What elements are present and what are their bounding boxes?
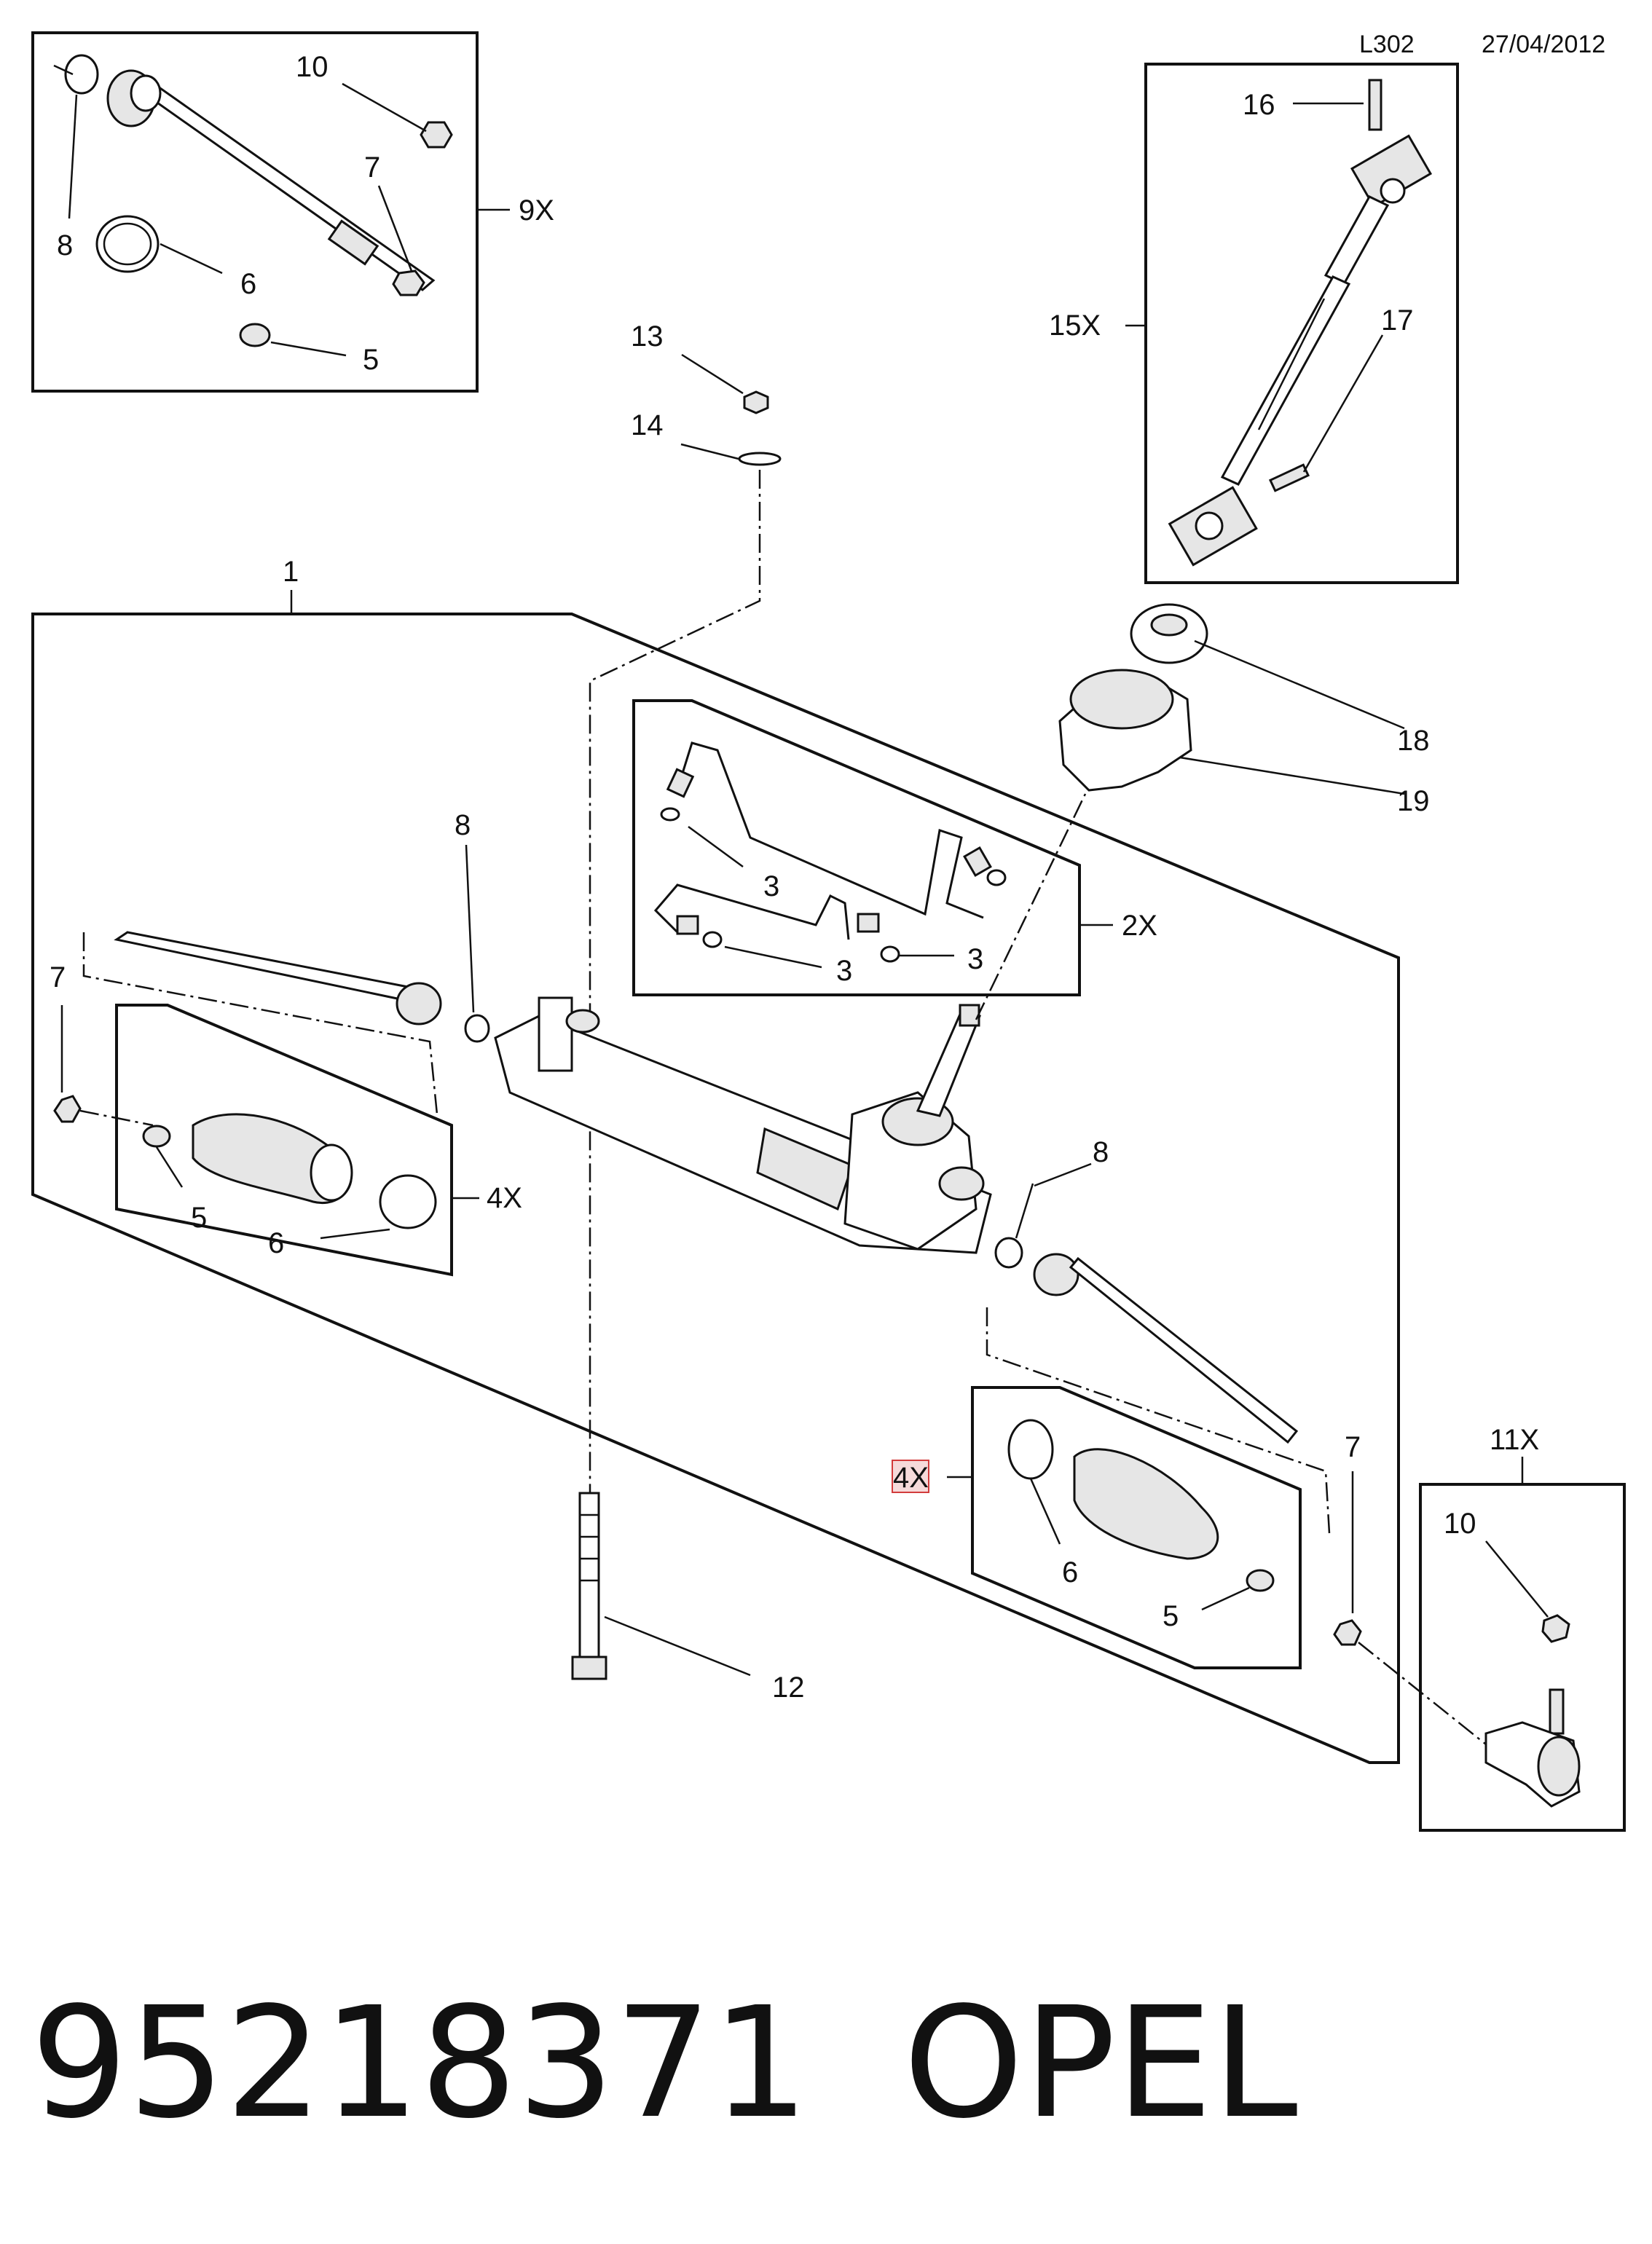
rack-end-seal bbox=[938, 1166, 985, 1201]
callout-5-left: 5 bbox=[191, 1202, 207, 1234]
inner-tie-rod-right bbox=[1069, 1256, 1299, 1444]
callout-2x: 2X bbox=[1122, 910, 1157, 942]
diagram-date: 27/04/2012 bbox=[1482, 31, 1605, 58]
callout-5-tl: 5 bbox=[363, 344, 379, 376]
callout-16: 16 bbox=[1243, 89, 1275, 121]
callout-1: 1 bbox=[283, 556, 299, 588]
lock-washer-left bbox=[464, 1014, 490, 1043]
callout-9x: 9X bbox=[519, 194, 554, 227]
callout-6-tl: 6 bbox=[240, 268, 256, 300]
pipe-fitting bbox=[676, 915, 699, 935]
jam-nut-right bbox=[1333, 1619, 1362, 1646]
boot-clamp-left bbox=[379, 1174, 437, 1229]
pinion-centerline bbox=[975, 793, 1087, 1020]
callout-6-right: 6 bbox=[1062, 1556, 1078, 1588]
mounting-nut bbox=[743, 390, 769, 414]
kit-9x-inner-tie-rod: 9X 10 7 8 6 5 bbox=[31, 31, 554, 393]
boot-clamp bbox=[95, 215, 160, 273]
pinion-spline bbox=[959, 1004, 980, 1027]
mount-centerline bbox=[589, 470, 761, 1511]
callout-5-right: 5 bbox=[1163, 1600, 1179, 1632]
pinch-bolt-bottom bbox=[1268, 463, 1310, 492]
hydraulic-pipe-lower bbox=[653, 883, 850, 940]
callout-14: 14 bbox=[631, 409, 664, 441]
callout-6-left: 6 bbox=[268, 1227, 284, 1259]
hydraulic-pipe-upper bbox=[680, 741, 984, 919]
kit-15x-frame bbox=[1144, 63, 1459, 584]
callout-12: 12 bbox=[772, 1672, 805, 1704]
callout-8-tl: 8 bbox=[57, 229, 73, 261]
o-ring bbox=[702, 931, 723, 948]
inner-tie-rod bbox=[106, 69, 436, 291]
inner-tie-rod-ball-right bbox=[1033, 1253, 1079, 1296]
left-rod-guide bbox=[82, 932, 438, 1115]
boot-clamp-right bbox=[1007, 1419, 1054, 1480]
kit-11x-outer-tie-rod: 11X 10 bbox=[1358, 1424, 1626, 1832]
kit-9x-frame bbox=[31, 31, 479, 393]
tie-rod-centerline bbox=[1358, 1642, 1487, 1745]
callout-11x: 11X bbox=[1490, 1424, 1539, 1456]
callout-7-tl: 7 bbox=[364, 151, 380, 184]
kit-4x-right-frame bbox=[971, 1386, 1302, 1669]
o-ring bbox=[660, 807, 680, 822]
pinch-bolt-top bbox=[1368, 79, 1382, 131]
kit-2x-frame bbox=[632, 699, 1081, 996]
callout-10-tl: 10 bbox=[296, 51, 329, 83]
callout-7-left: 7 bbox=[50, 961, 66, 993]
callout-3c: 3 bbox=[967, 943, 983, 975]
callout-10-br: 10 bbox=[1444, 1508, 1476, 1540]
bellows-boot-right bbox=[1073, 1448, 1219, 1560]
castle-nut bbox=[1541, 1614, 1570, 1643]
part-number: 95218371 bbox=[31, 1974, 809, 2152]
diagram-code: L302 bbox=[1359, 31, 1415, 58]
shaft-upper-tube bbox=[1323, 195, 1390, 286]
ball-stud bbox=[1549, 1688, 1565, 1735]
pinion-shaft bbox=[916, 1009, 982, 1117]
inner-tie-rod-left bbox=[114, 931, 410, 1001]
housing-ribs bbox=[756, 1127, 854, 1211]
highlight-marker bbox=[892, 1460, 929, 1493]
inner-tie-rod-ball bbox=[396, 982, 442, 1025]
callout-3b: 3 bbox=[836, 955, 852, 987]
boot-clip-left bbox=[142, 1125, 171, 1148]
jam-nut-left bbox=[53, 1095, 82, 1123]
kit-4x-left-frame bbox=[115, 1004, 453, 1277]
callout-8-mid: 8 bbox=[455, 809, 471, 841]
callout-19: 19 bbox=[1397, 785, 1430, 817]
callout-4x-right: 4X bbox=[893, 1462, 929, 1494]
boot-clip bbox=[239, 323, 271, 347]
lock-washer bbox=[64, 54, 99, 95]
callout-18: 18 bbox=[1397, 725, 1430, 757]
callout-13: 13 bbox=[631, 320, 664, 353]
callout-15x: 15X bbox=[1049, 310, 1101, 342]
shaft-lower-tube bbox=[1220, 275, 1351, 486]
assembly-frame bbox=[31, 613, 1400, 1764]
kit-15x-intermediate-shaft: 15X 16 17 bbox=[1049, 63, 1459, 584]
o-ring bbox=[880, 945, 900, 963]
jam-nut bbox=[392, 269, 425, 296]
pipe-fitting bbox=[963, 846, 992, 878]
bracket-bushing bbox=[565, 1009, 600, 1034]
pipe-fitting bbox=[857, 913, 880, 933]
callout-4x-left: 4X bbox=[487, 1182, 522, 1214]
callout-3a: 3 bbox=[763, 870, 779, 902]
brand-name: OPEL bbox=[903, 1974, 1298, 2152]
flat-washer bbox=[738, 452, 782, 466]
callout-7-right: 7 bbox=[1345, 1431, 1361, 1463]
callout-8-right: 8 bbox=[1093, 1136, 1109, 1168]
callout-17: 17 bbox=[1381, 304, 1414, 336]
boot-clip-right bbox=[1246, 1569, 1275, 1592]
right-rod-guide bbox=[986, 1307, 1331, 1534]
nut bbox=[420, 121, 453, 149]
mounting-bracket bbox=[538, 996, 573, 1072]
lock-washer-right bbox=[994, 1237, 1023, 1269]
pipe-fitting bbox=[666, 768, 695, 798]
steering-gear-assembly: 1 2X 3 3 3 bbox=[31, 556, 1430, 1764]
o-ring bbox=[986, 869, 1007, 886]
mounting-bolt bbox=[571, 1492, 607, 1680]
